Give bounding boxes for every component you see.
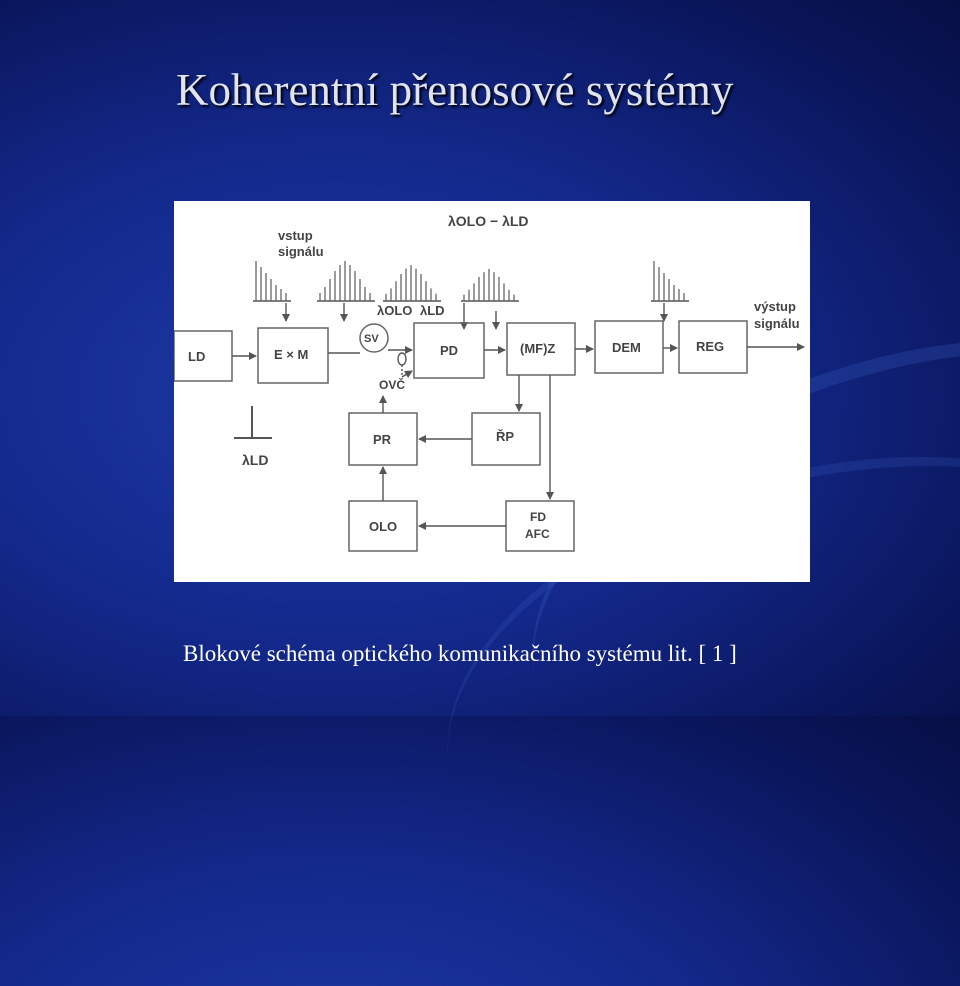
exm-block — [257, 327, 329, 384]
fd-afc-block — [505, 500, 575, 552]
output-label-line1: výstup — [754, 299, 796, 314]
dem-label: DEM — [612, 340, 641, 355]
mfz-label: (MF)Z — [520, 341, 555, 356]
pr-label: PR — [373, 432, 392, 447]
spectrum-olo — [383, 265, 441, 302]
rp-label: ŘP — [496, 429, 514, 444]
ovc-label: OVČ — [379, 377, 405, 392]
spectra-group — [253, 261, 689, 302]
olo-label: OLO — [369, 519, 397, 534]
output-label-line2: signálu — [754, 316, 800, 331]
block-diagram-figure: vstup signálu λOLO − λLD λOLO λLD výstup… — [174, 201, 810, 582]
lambda-olo-label: λOLO — [377, 303, 412, 318]
spectrum-ld — [461, 269, 519, 302]
spectrum-input — [253, 261, 291, 302]
spectrum-modulated — [317, 261, 375, 302]
dem-block — [594, 320, 664, 374]
ld-label: LD — [188, 349, 205, 364]
slide-title: Koherentní přenosové systémy — [176, 65, 734, 115]
fd-label: FD — [530, 510, 546, 524]
input-label-line2: signálu — [278, 244, 324, 259]
slide-caption: Blokové schéma optického komunikačního s… — [183, 641, 737, 666]
afc-label: AFC — [525, 527, 550, 541]
lambda-ld-label: λLD — [420, 303, 445, 318]
reg-label: REG — [696, 339, 724, 354]
sv-label: SV — [364, 333, 379, 345]
input-label-line1: vstup — [278, 228, 313, 243]
lambda-ld-bottom-label: λLD — [242, 452, 268, 468]
lambda-difference-label: λOLO − λLD — [448, 213, 529, 229]
spectrum-output — [651, 261, 689, 302]
block-diagram: vstup signálu λOLO − λLD λOLO λLD výstup… — [174, 213, 805, 552]
exm-label: E × M — [274, 347, 308, 362]
sv-circle — [359, 323, 389, 353]
pd-label: PD — [440, 343, 458, 358]
conn-ovc-pd — [401, 370, 413, 379]
ovc-coupler — [397, 352, 407, 366]
